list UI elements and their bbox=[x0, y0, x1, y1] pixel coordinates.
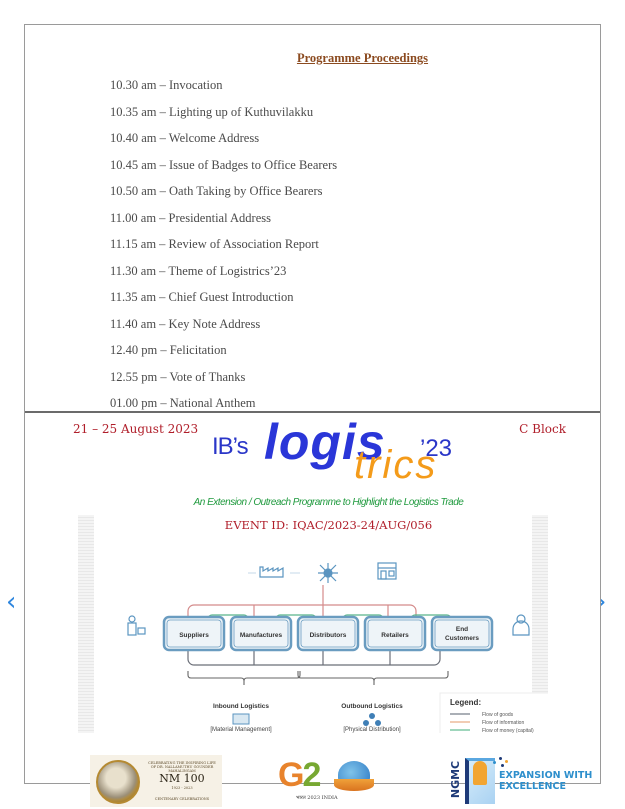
chevron-right-icon: › bbox=[596, 587, 607, 617]
g20-logo: G2 भारत 2023 INDIA bbox=[278, 757, 388, 807]
inbound-label: Inbound Logistics bbox=[213, 703, 269, 710]
distribution-network-icon bbox=[363, 713, 381, 726]
svg-text:Flow of information: Flow of information bbox=[482, 720, 524, 726]
supplier-person-icon bbox=[127, 615, 146, 636]
schedule-item: 11.30 am – Theme of Logistrics’23 bbox=[110, 263, 287, 278]
person-icon bbox=[473, 761, 487, 785]
schedule-item: 01.00 pm – National Anthem bbox=[110, 396, 256, 410]
svg-text:Suppliers: Suppliers bbox=[179, 632, 209, 639]
event-date: 21 – 25 August 2023 bbox=[73, 422, 199, 436]
svg-text:End: End bbox=[456, 626, 468, 633]
schedule-item: 11.40 am – Key Note Address bbox=[110, 316, 261, 331]
schedule-item: 11.35 am – Chief Guest Introduction bbox=[110, 290, 294, 304]
outbound-label: Outbound Logistics bbox=[341, 703, 403, 710]
prev-page-button[interactable]: ‹ bbox=[6, 588, 26, 616]
dots-icon bbox=[489, 755, 511, 767]
node-distributors: Distributors bbox=[296, 615, 360, 652]
diagram-edge bbox=[532, 515, 548, 733]
node-manufactures: Manufactures bbox=[229, 615, 293, 652]
logo-suffix: trics bbox=[354, 443, 438, 487]
svg-text:Customers: Customers bbox=[445, 635, 479, 642]
logo-main: logis bbox=[264, 414, 386, 470]
lotus-icon bbox=[334, 779, 374, 791]
ngmc-logo: NGMC EXPANSION WITH EXCELLENCE bbox=[445, 755, 592, 807]
outbound-sublabel: [Physical Distribution] bbox=[343, 727, 401, 733]
next-page-button[interactable]: › bbox=[596, 588, 616, 616]
svg-text:Flow of money (capital): Flow of money (capital) bbox=[482, 728, 534, 733]
chevron-left-icon: ‹ bbox=[6, 587, 17, 617]
event-id: EVENT ID: IQAC/2023-24/AUG/056 bbox=[224, 518, 433, 532]
programme-schedule: 10.30 am – Invocation 10.35 am – Lightin… bbox=[110, 78, 337, 423]
footer-logos: CELEBRATING THE INSPIRING LIFE OF DR. NA… bbox=[65, 755, 595, 807]
schedule-item: 10.35 am – Lighting up of Kuthuvilakku bbox=[110, 104, 314, 119]
svg-text:Retailers: Retailers bbox=[381, 632, 409, 639]
programme-title: Programme Proceedings bbox=[296, 51, 429, 65]
store-icon bbox=[377, 562, 397, 580]
svg-text:Legend:: Legend: bbox=[450, 698, 481, 707]
logistics-flow-diagram: Suppliers Manufactures Distributors Reta… bbox=[78, 515, 548, 733]
schedule-item: 11.15 am – Review of Association Report bbox=[110, 237, 319, 251]
node-suppliers: Suppliers bbox=[162, 615, 226, 652]
logistrics-logo: IB’s logis ’23 trics bbox=[212, 414, 492, 489]
node-end-customers: End Customers bbox=[430, 615, 494, 652]
schedule-item: 12.40 pm – Felicitation bbox=[110, 343, 227, 357]
schedule-item: 10.45 am – Issue of Badges to Office Bea… bbox=[110, 157, 338, 172]
supply-chain-nodes: Suppliers Manufactures Distributors Reta… bbox=[162, 615, 494, 652]
event-venue: C Block bbox=[519, 422, 566, 436]
svg-text:Flow of goods: Flow of goods bbox=[482, 712, 514, 718]
warehouse-icon bbox=[232, 713, 250, 725]
svg-text:Distributors: Distributors bbox=[310, 632, 347, 639]
schedule-item: 10.40 am – Welcome Address bbox=[110, 131, 260, 145]
svg-text:Manufactures: Manufactures bbox=[240, 632, 283, 639]
diagram-legend: Legend: Flow of goods Flow of informatio… bbox=[439, 692, 548, 733]
schedule-item: 10.30 am – Invocation bbox=[110, 78, 223, 92]
inbound-sublabel: [Material Management] bbox=[210, 727, 272, 733]
portrait-medallion-icon bbox=[96, 760, 140, 804]
schedule-item: 11.00 am – Presidential Address bbox=[110, 210, 271, 225]
event-tagline: An Extension / Outreach Programme to Hig… bbox=[193, 497, 464, 508]
customer-person-icon bbox=[512, 614, 530, 636]
schedule-item: 10.50 am – Oath Taking by Office Bearers bbox=[110, 184, 323, 198]
document-page: Programme Proceedings 10.30 am – Invocat… bbox=[24, 24, 601, 807]
logo-year: ’23 bbox=[420, 435, 453, 462]
logo-prefix: IB’s bbox=[212, 433, 249, 460]
diagram-edge bbox=[78, 515, 94, 733]
network-hub-icon bbox=[318, 563, 338, 583]
page-divider bbox=[25, 411, 600, 413]
nm100-logo: CELEBRATING THE INSPIRING LIFE OF DR. NA… bbox=[90, 755, 222, 807]
factory-icon bbox=[248, 566, 300, 578]
schedule-item: 12.55 pm – Vote of Thanks bbox=[110, 369, 246, 384]
node-retailers: Retailers bbox=[363, 615, 427, 652]
